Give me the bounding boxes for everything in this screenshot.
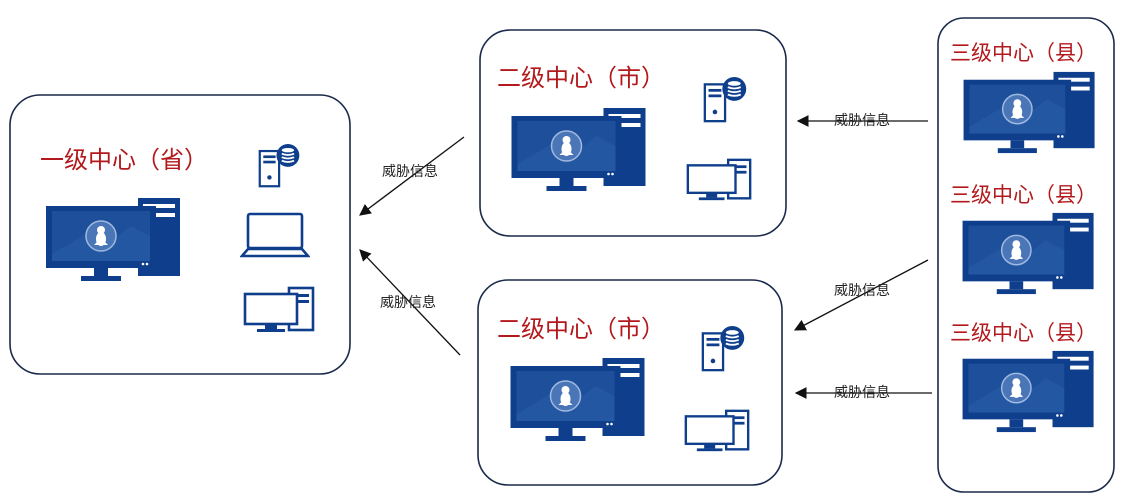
city-center-bottom-title: 二级中心（市） — [497, 315, 665, 343]
city-center-top-title: 二级中心（市） — [497, 64, 665, 92]
edge-label: 威胁信息 — [380, 294, 436, 311]
edge-label: 威胁信息 — [834, 384, 890, 401]
provincial-center-title: 一级中心（省） — [40, 146, 208, 174]
edge-label: 威胁信息 — [834, 112, 890, 129]
county-center-title-3: 三级中心（县） — [950, 321, 1097, 345]
county-center-title-2: 三级中心（县） — [950, 183, 1097, 207]
city-center-top-box: 二级中心（市） — [479, 29, 787, 237]
provincial-center-box: 一级中心（省） — [9, 94, 351, 375]
edge-county1-to-city-top: 威胁信息 — [796, 112, 928, 129]
city-center-bottom-box: 二级中心（市） — [477, 279, 783, 486]
edge-city-top-to-provincial: 威胁信息 — [359, 136, 465, 216]
edge-county3-to-city-bottom: 威胁信息 — [794, 384, 932, 401]
county-centers-box: 三级中心（县） 三级中心（县） 三级中心（县） — [937, 17, 1115, 493]
edge-label: 威胁信息 — [834, 282, 890, 299]
edge-county2-to-city-bottom: 威胁信息 — [793, 259, 929, 331]
edge-city-bottom-to-provincial: 威胁信息 — [359, 249, 461, 356]
county-center-title-1: 三级中心（县） — [950, 41, 1097, 65]
edge-label: 威胁信息 — [382, 163, 438, 180]
laptop-icon — [240, 212, 310, 258]
